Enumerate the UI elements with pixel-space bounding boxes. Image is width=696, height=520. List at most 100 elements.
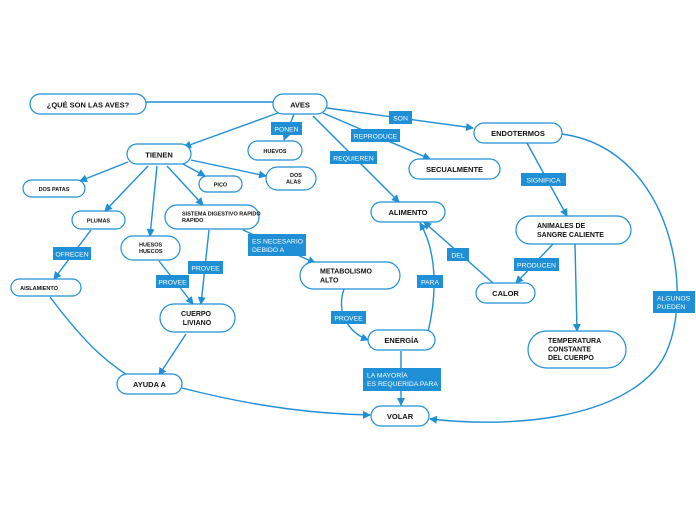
- node-tienen-text: TIENEN: [145, 151, 173, 160]
- label-provee-huesos-text: PROVEE: [158, 279, 187, 286]
- node-huevos-text: HUEVOS: [263, 149, 287, 155]
- label-ofrecen[interactable]: OFRECEN: [53, 247, 91, 260]
- node-energia-text: ENERGÍA: [384, 336, 419, 345]
- node-tienen[interactable]: TIENEN: [126, 143, 192, 165]
- label-significa-text: SIGNIFICA: [527, 177, 561, 184]
- label-reproduce[interactable]: REPRODUCE: [351, 129, 400, 142]
- node-animales-sangre-caliente[interactable]: ANIMALES DE SANGRE CALIENTE: [515, 215, 632, 245]
- node-energia[interactable]: ENERGÍA: [367, 329, 436, 351]
- node-animales-text: ANIMALES DE SANGRE CALIENTE: [537, 223, 604, 239]
- edge-tienen-dospatas: [79, 161, 129, 183]
- node-dos-alas-text-2: ALAS: [286, 180, 301, 186]
- node-huevos[interactable]: HUEVOS: [247, 140, 303, 161]
- node-aves-text: AVES: [290, 101, 310, 110]
- node-temperatura-text-3: DEL CUERPO: [548, 355, 594, 362]
- label-ponen[interactable]: PONEN: [271, 122, 302, 135]
- label-la-mayoria-text-1: LA MAYORÍA: [367, 371, 408, 380]
- node-temperatura-text-1: TEMPERATURA: [548, 338, 601, 345]
- node-dos-patas[interactable]: DOS PATAS: [22, 179, 86, 198]
- label-provee-energia-text: PROVEE: [334, 315, 363, 322]
- node-aislamiento-text: AISLAMIENTO: [20, 286, 59, 292]
- label-son[interactable]: SON: [389, 111, 412, 124]
- edge-energia-alimento: [419, 222, 435, 333]
- label-provee-sistema-text: PROVEE: [191, 265, 220, 272]
- node-cuerpo-text-1: CUERPO: [181, 311, 212, 318]
- node-calor-text: CALOR: [492, 289, 519, 298]
- node-dos-alas-text: DOS ALAS: [286, 173, 303, 186]
- node-huesos-huecos[interactable]: HUESOS HUECOS: [120, 235, 181, 261]
- node-sistema-text-2: RAPIDO: [182, 218, 204, 224]
- node-alimento[interactable]: ALIMENTO: [370, 201, 446, 223]
- edge-cuerpo-ayuda: [158, 333, 187, 376]
- node-question-text: ¿QUÉ SON LAS AVES?: [47, 101, 130, 110]
- node-plumas[interactable]: PLUMAS: [71, 210, 126, 230]
- label-requieren-text: REQUIEREN: [333, 155, 374, 162]
- label-es-necesario-text: ES NECESARIO DEBIDO A: [252, 239, 305, 255]
- label-significa[interactable]: SIGNIFICA: [521, 173, 566, 186]
- node-metabolismo-text: METABOLISMO ALTO: [320, 269, 374, 285]
- label-algunos-pueden[interactable]: ALGUNOS PUEDEN: [653, 291, 695, 313]
- label-producen[interactable]: PRODUCEN: [514, 258, 559, 271]
- label-requieren[interactable]: REQUIEREN: [330, 151, 377, 164]
- node-pico-text: PICO: [214, 183, 228, 189]
- label-ponen-text: PONEN: [274, 126, 298, 133]
- label-producen-text: PRODUCEN: [517, 262, 556, 269]
- node-secualmente[interactable]: SECUALMENTE: [408, 158, 501, 180]
- label-algunos-text-2: PUEDEN: [657, 304, 685, 311]
- label-la-mayoria-text: LA MAYORÍA ES REQUERIDA PARA: [367, 371, 438, 389]
- node-aislamiento[interactable]: AISLAMIENTO: [10, 278, 82, 297]
- node-aves[interactable]: AVES: [272, 93, 328, 115]
- label-reproduce-text: REPRODUCE: [354, 133, 398, 140]
- node-dos-alas-text-1: DOS: [290, 173, 302, 179]
- node-question[interactable]: ¿QUÉ SON LAS AVES?: [29, 93, 147, 115]
- edge-endotermos-volar: [429, 133, 678, 424]
- edge-aislamiento-volar: [49, 296, 141, 384]
- node-huesos-text-2: HUECOS: [139, 249, 163, 255]
- node-plumas-text: PLUMAS: [87, 219, 111, 225]
- edge-tienen-dosalas: [190, 159, 267, 179]
- node-calor[interactable]: CALOR: [475, 282, 536, 304]
- node-sistema-digestivo[interactable]: SISTEMA DIGESTIVO RAPIDO RAPIDO: [164, 204, 262, 230]
- edge-aves-tienen: [183, 112, 279, 149]
- node-huesos-text: HUESOS HUECOS: [139, 243, 164, 256]
- node-metabolismo-text-2: ALTO: [320, 278, 339, 285]
- node-alimento-text: ALIMENTO: [388, 208, 427, 217]
- node-animales-text-2: SANGRE CALIENTE: [537, 232, 604, 239]
- label-la-mayoria[interactable]: LA MAYORÍA ES REQUERIDA PARA: [363, 368, 441, 391]
- node-endotermos[interactable]: ENDOTERMOS: [473, 122, 563, 144]
- node-ayuda-text: AYUDA A: [133, 380, 167, 389]
- node-dos-alas[interactable]: DOS ALAS: [265, 166, 317, 191]
- node-temperatura[interactable]: TEMPERATURA CONSTANTE DEL CUERPO: [527, 330, 627, 369]
- node-dos-patas-text: DOS PATAS: [39, 187, 70, 193]
- node-cuerpo-text-2: LIVIANO: [183, 320, 212, 327]
- label-del-text: DEL: [451, 252, 464, 259]
- label-algunos-text-1: ALGUNOS: [657, 296, 691, 303]
- node-ayuda-a[interactable]: AYUDA A: [116, 373, 183, 395]
- node-volar[interactable]: VOLAR: [370, 405, 430, 427]
- edge-tienen-plumas: [104, 165, 149, 212]
- label-es-necesario-text-1: ES NECESARIO: [252, 239, 303, 246]
- label-provee-energia[interactable]: PROVEE: [331, 311, 366, 324]
- edge-tienen-sistema: [166, 165, 204, 206]
- node-cuerpo-liviano[interactable]: CUERPO LIVIANO: [159, 303, 236, 333]
- node-temperatura-text-2: CONSTANTE: [548, 347, 591, 354]
- node-huesos-text-1: HUESOS: [139, 243, 163, 249]
- label-es-necesario-text-2: DEBIDO A: [252, 247, 285, 254]
- label-del[interactable]: DEL: [447, 248, 469, 261]
- node-animales-text-1: ANIMALES DE: [537, 223, 586, 230]
- node-pico[interactable]: PICO: [198, 175, 243, 193]
- edge-animales-temperatura: [572, 243, 581, 332]
- label-es-necesario[interactable]: ES NECESARIO DEBIDO A: [248, 234, 306, 256]
- label-ofrecen-text: OFRECEN: [55, 251, 88, 258]
- node-volar-text: VOLAR: [387, 412, 414, 421]
- label-para-text: PARA: [421, 279, 439, 286]
- node-sistema-text-1: SISTEMA DIGESTIVO RAPIDO: [182, 212, 261, 218]
- node-cuerpo-text: CUERPO LIVIANO: [181, 311, 213, 327]
- label-la-mayoria-text-2: ES REQUERIDA PARA: [367, 381, 438, 388]
- node-secualmente-text: SECUALMENTE: [426, 165, 483, 174]
- label-provee-huesos[interactable]: PROVEE: [156, 275, 189, 288]
- label-provee-sistema[interactable]: PROVEE: [188, 261, 223, 274]
- label-para[interactable]: PARA: [417, 275, 443, 288]
- node-metabolismo-alto[interactable]: METABOLISMO ALTO: [299, 261, 401, 290]
